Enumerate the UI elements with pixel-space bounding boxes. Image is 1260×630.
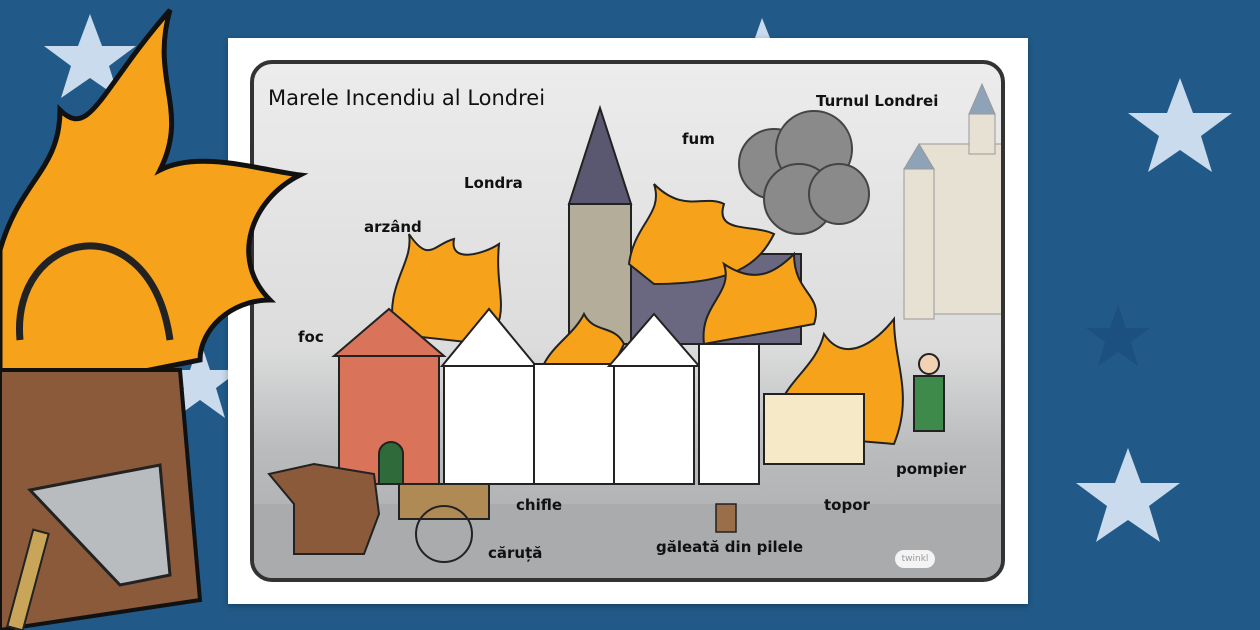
flame-icon <box>0 8 309 403</box>
illustration-panel: Marele Incendiu al Londrei Turnul Londre… <box>250 60 1005 582</box>
firefighter <box>913 353 945 432</box>
star-icon <box>44 14 136 98</box>
label-cart: căruță <box>488 544 543 562</box>
tudor-houses <box>439 307 865 485</box>
star-icon <box>1128 78 1232 172</box>
label-bucket: găleată din pilele <box>656 538 804 556</box>
twinkl-logo: twinkl <box>895 550 935 568</box>
red-house <box>331 307 447 485</box>
star-icon <box>755 18 770 38</box>
bucket-handle <box>16 242 174 341</box>
label-smoke: fum <box>682 130 715 148</box>
label-axe: topor <box>824 496 870 514</box>
label-tower: Turnul Londrei <box>816 92 939 110</box>
page-title: Marele Incendiu al Londrei <box>268 86 546 110</box>
star-icon <box>160 340 240 418</box>
axe-icon <box>27 463 172 587</box>
fire-bucket-axe-decoration <box>0 8 309 630</box>
bucket-icon <box>715 503 737 533</box>
label-london: Londra <box>464 174 523 192</box>
flames <box>391 183 904 446</box>
label-burning: arzând <box>364 218 422 236</box>
label-firefighter: pompier <box>896 460 967 478</box>
star-icon <box>1086 305 1150 366</box>
smoke-icon <box>738 110 870 235</box>
great-fire-illustration <box>254 82 1001 578</box>
tower-of-london <box>903 82 1001 320</box>
label-fire: foc <box>298 328 324 346</box>
word-mat-card: Marele Incendiu al Londrei Turnul Londre… <box>228 38 1028 604</box>
label-buns: chifle <box>516 496 563 514</box>
horse-and-cart <box>267 462 490 563</box>
star-icon <box>1076 448 1180 542</box>
